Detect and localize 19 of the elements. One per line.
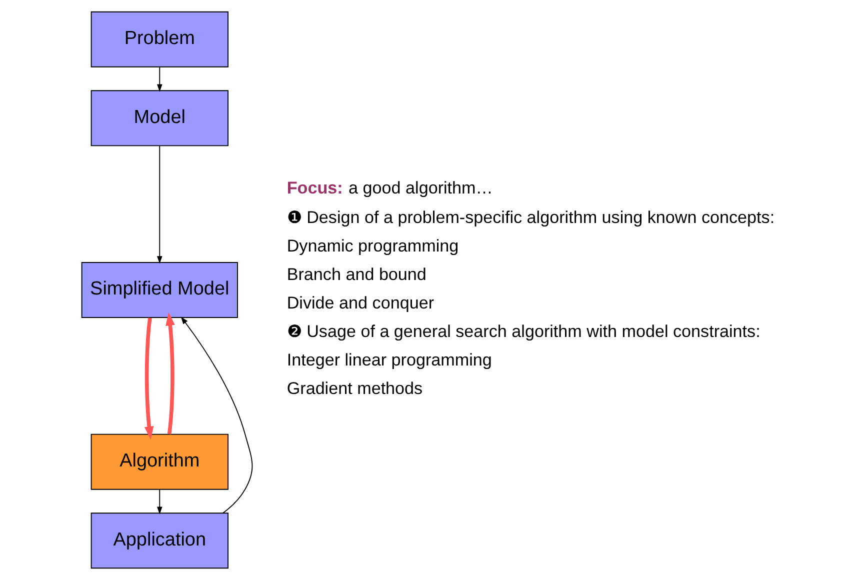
label: ❷ Usage of a general search algorithm with model constraints:	[286, 322, 760, 341]
node-box: Simplified Model	[81, 262, 238, 318]
node-box: Algorithm	[90, 434, 228, 490]
node-box: Model	[90, 90, 228, 146]
node-box: Application	[90, 512, 228, 569]
label: Dynamic programming	[286, 236, 459, 256]
arrow	[156, 66, 162, 92]
label: ❶ Design of a problem-specific algorithm using known concepts:	[286, 208, 775, 227]
node-box: Problem	[90, 11, 228, 68]
arrow	[156, 146, 162, 264]
label: Divide and conquer	[286, 293, 434, 312]
label: Branch and bound	[286, 264, 426, 284]
arrow	[166, 312, 175, 434]
arrow	[156, 489, 162, 514]
arrow	[180, 316, 253, 514]
label: Focus: a good algorithm…	[286, 178, 493, 198]
label: Gradient methods	[286, 378, 423, 398]
arrow	[144, 318, 154, 440]
label: Integer linear programming	[286, 350, 492, 370]
